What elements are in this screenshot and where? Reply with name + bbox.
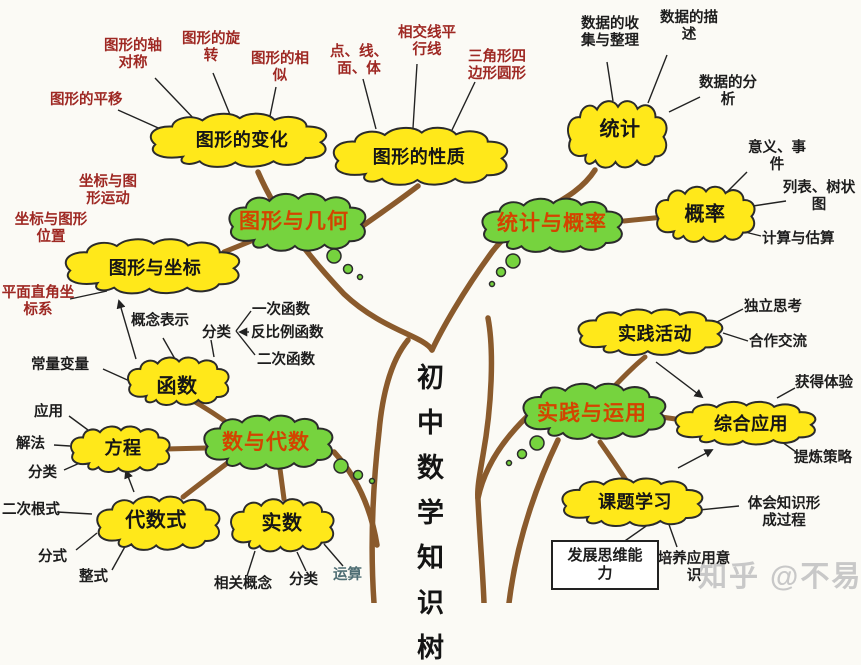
- title-char: 树: [417, 633, 444, 663]
- sub-node-shape-properties: 图形的性质: [372, 147, 466, 167]
- knowledge-tree-diagram: 图形与几何 统计与概率 数与代数 实践与运用 图形的变化 图形的性质 统计 概率…: [1, 10, 861, 663]
- leaf-label: 运算: [333, 567, 362, 583]
- leaf-label: 点、线、面、体: [330, 44, 388, 78]
- sub-node-shape-changes: 图形的变化: [195, 130, 289, 150]
- leaf-label: 数据的分析: [699, 75, 757, 109]
- branch-equations: [163, 445, 209, 452]
- leaf-label: 三角形四边形圆形: [468, 49, 526, 83]
- trunk-left-edge: [369, 337, 411, 603]
- main-node-geometry: 图形与几何: [239, 210, 349, 233]
- leaf-label: 提炼策略: [794, 450, 852, 466]
- main-node-number-algebra: 数与代数: [222, 431, 310, 454]
- sub-node-real-numbers: 实数: [261, 512, 303, 535]
- sub-node-shapes-coordinates: 图形与坐标: [108, 258, 202, 278]
- leaf-label: 列表、树状图: [782, 180, 856, 214]
- trunk-right-edge: [475, 315, 495, 603]
- leaf-label: 解法: [16, 436, 45, 452]
- leaf-label: 独立思考: [744, 299, 802, 315]
- arrow-to-equations: [124, 469, 135, 493]
- leaf-label: 合作交流: [749, 334, 807, 350]
- sub-node-algebraic-expressions: 代数式: [125, 509, 187, 532]
- sub-node-equations: 方程: [104, 438, 142, 458]
- leaf-label: 分类: [28, 465, 57, 481]
- leaf-label: 二次函数: [257, 352, 315, 368]
- leaf-label: 分类: [202, 325, 231, 341]
- leaf-label: 反比例函数: [251, 325, 324, 341]
- leaf-label: 坐标与图形位置: [14, 212, 88, 246]
- sub-node-practice-activities: 实践活动: [618, 324, 692, 344]
- leaf-label: 图形的相似: [251, 51, 309, 85]
- tree-graphic: [53, 54, 817, 603]
- sub-node-statistics: 统计: [599, 118, 641, 141]
- title-char: 识: [417, 588, 444, 618]
- title-char: 初: [417, 363, 444, 393]
- branch-project-learning: [597, 439, 629, 483]
- tree-title-vertical: 初 中 数 学 知 识 树: [417, 356, 444, 665]
- leaf-label: 计算与估算: [762, 231, 835, 247]
- leaf-label: 体会知识形成过程: [747, 496, 821, 530]
- branch-practice-down: [506, 437, 561, 603]
- sub-node-probability: 概率: [684, 203, 726, 226]
- arrow-activities-to-comprehensive: [655, 361, 704, 399]
- leaf-label: 图形的平移: [50, 92, 123, 108]
- leaf-connector-lines: [53, 54, 797, 577]
- sub-node-functions: 函数: [156, 375, 198, 398]
- title-char: 知: [417, 543, 444, 573]
- arrow-project-to-comprehensive: [677, 449, 714, 469]
- sub-node-comprehensive-application: 综合应用: [714, 414, 788, 434]
- leaf-label: 数据的描述: [660, 10, 718, 44]
- leaf-label: 概念表示: [131, 313, 189, 329]
- leaf-label: 数据的收集与整理: [581, 16, 639, 50]
- branch-real-numbers: [277, 466, 287, 502]
- leaf-label: 分式: [38, 549, 67, 565]
- boxed-leaf-text: 发展思维能力: [567, 547, 643, 582]
- leaf-label: 常量变量: [31, 357, 89, 373]
- title-char: 学: [417, 498, 444, 528]
- title-char: 中: [417, 408, 444, 438]
- leaf-label: 图形的轴对称: [104, 38, 162, 72]
- sub-node-project-learning: 课题学习: [598, 492, 672, 512]
- leaf-label: 坐标与图形运动: [79, 174, 137, 208]
- leaf-label: 相交线平行线: [398, 25, 456, 59]
- leaf-label: 应用: [34, 404, 63, 420]
- leaf-label: 一次函数: [252, 302, 310, 318]
- leaf-label: 意义、事件: [748, 140, 806, 174]
- watermark: 知乎 @不易: [698, 561, 861, 593]
- main-node-statistics-probability: 统计与概率: [497, 212, 607, 235]
- leaf-label: 整式: [79, 569, 108, 585]
- boxed-leaf-label: 发展思维能力: [551, 540, 659, 590]
- leaf-label: 获得体验: [795, 375, 853, 391]
- leaf-label: 平面直角坐标系: [1, 285, 75, 319]
- leaf-label: 相关概念: [214, 576, 272, 592]
- branch-expressions: [180, 458, 233, 500]
- leaf-label: 培养应用意识: [657, 551, 731, 585]
- title-char: 数: [417, 453, 444, 483]
- leaf-label: 图形的旋转: [182, 31, 240, 65]
- arrow-to-coordinates: [116, 299, 137, 360]
- decor-bubble-dots: [326, 248, 545, 485]
- leaf-label: 分类: [289, 572, 318, 588]
- main-node-practice-application: 实践与运用: [537, 402, 647, 425]
- leaf-label: 二次根式: [2, 502, 60, 518]
- branch-right-main: [429, 167, 598, 353]
